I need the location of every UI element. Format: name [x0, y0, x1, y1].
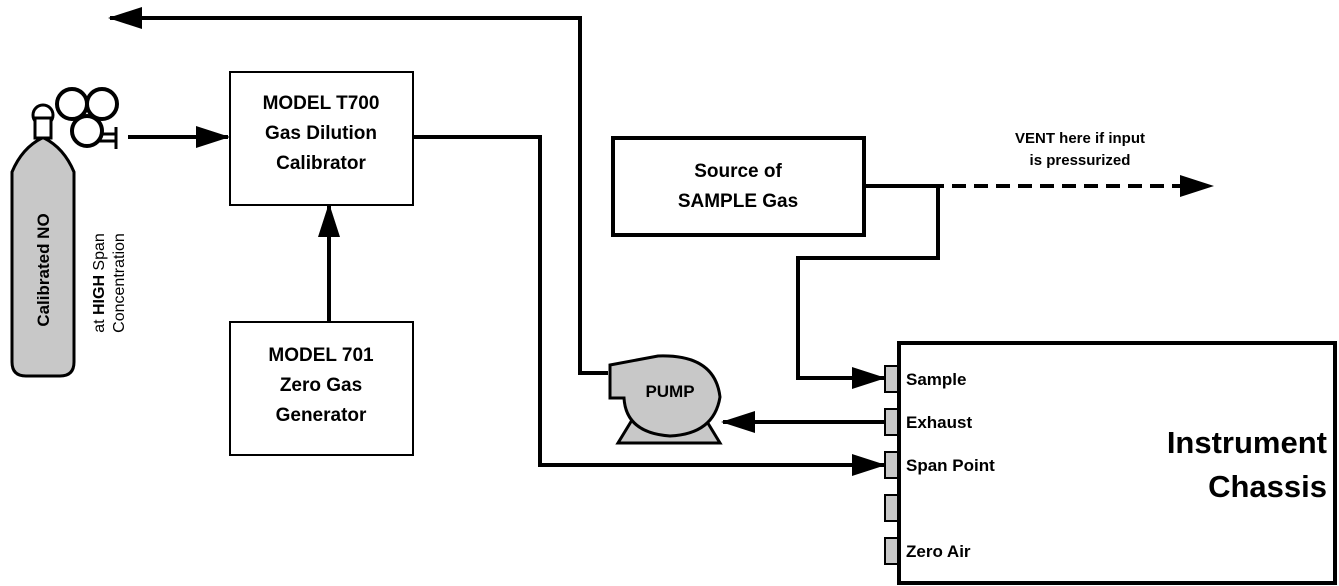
- chassis-title-line2: Chassis: [1208, 469, 1327, 504]
- gas-cylinder-icon: [10, 87, 119, 378]
- instrument-chassis: Sample Exhaust Span Point Zero Air Instr…: [884, 341, 1337, 585]
- pump-icon: PUMP: [608, 354, 723, 445]
- port-label-exhaust: Exhaust: [906, 413, 972, 432]
- cylinder-note-line1: at HIGH Span: [91, 233, 108, 333]
- calibrator-line3: Calibrator: [276, 153, 366, 174]
- calibrator-line1: MODEL T700: [263, 93, 380, 114]
- calibrator-to-span-line: [413, 135, 886, 476]
- zero-gen-line2: Zero Gas: [280, 375, 362, 396]
- calibrator-line2: Gas Dilution: [265, 123, 377, 144]
- pump-label: PUMP: [645, 382, 694, 401]
- port-span-point: [884, 451, 899, 479]
- calibrator-box: MODEL T700 Gas Dilution Calibrator: [229, 71, 414, 206]
- sample-source-line1: Source of: [694, 161, 782, 182]
- port-exhaust: [884, 408, 899, 436]
- sample-to-chassis-line: [796, 184, 940, 389]
- vent-note-line2: is pressurized: [1030, 152, 1131, 169]
- chassis-title-line1: Instrument: [1167, 425, 1327, 460]
- exhaust-vent-line: [108, 6, 608, 375]
- port-label-zero-air: Zero Air: [906, 542, 971, 561]
- sample-source-box: Source of SAMPLE Gas: [611, 136, 866, 237]
- port-unlabeled: [884, 494, 899, 522]
- port-sample: [884, 365, 899, 393]
- zero-gen-line3: Generator: [276, 405, 367, 426]
- port-zero-air: [884, 537, 899, 565]
- zero-gas-generator-box: MODEL 701 Zero Gas Generator: [229, 321, 414, 456]
- cylinder-label: Calibrated NO: [34, 213, 53, 326]
- sample-source-line2: SAMPLE Gas: [678, 191, 798, 212]
- port-label-sample: Sample: [906, 370, 966, 389]
- zero-gen-line1: MODEL 701: [268, 345, 374, 366]
- port-label-span-point: Span Point: [906, 456, 995, 475]
- vent-note-line1: VENT here if input: [1015, 130, 1145, 147]
- cylinder-note-line2: Concentration: [111, 233, 128, 333]
